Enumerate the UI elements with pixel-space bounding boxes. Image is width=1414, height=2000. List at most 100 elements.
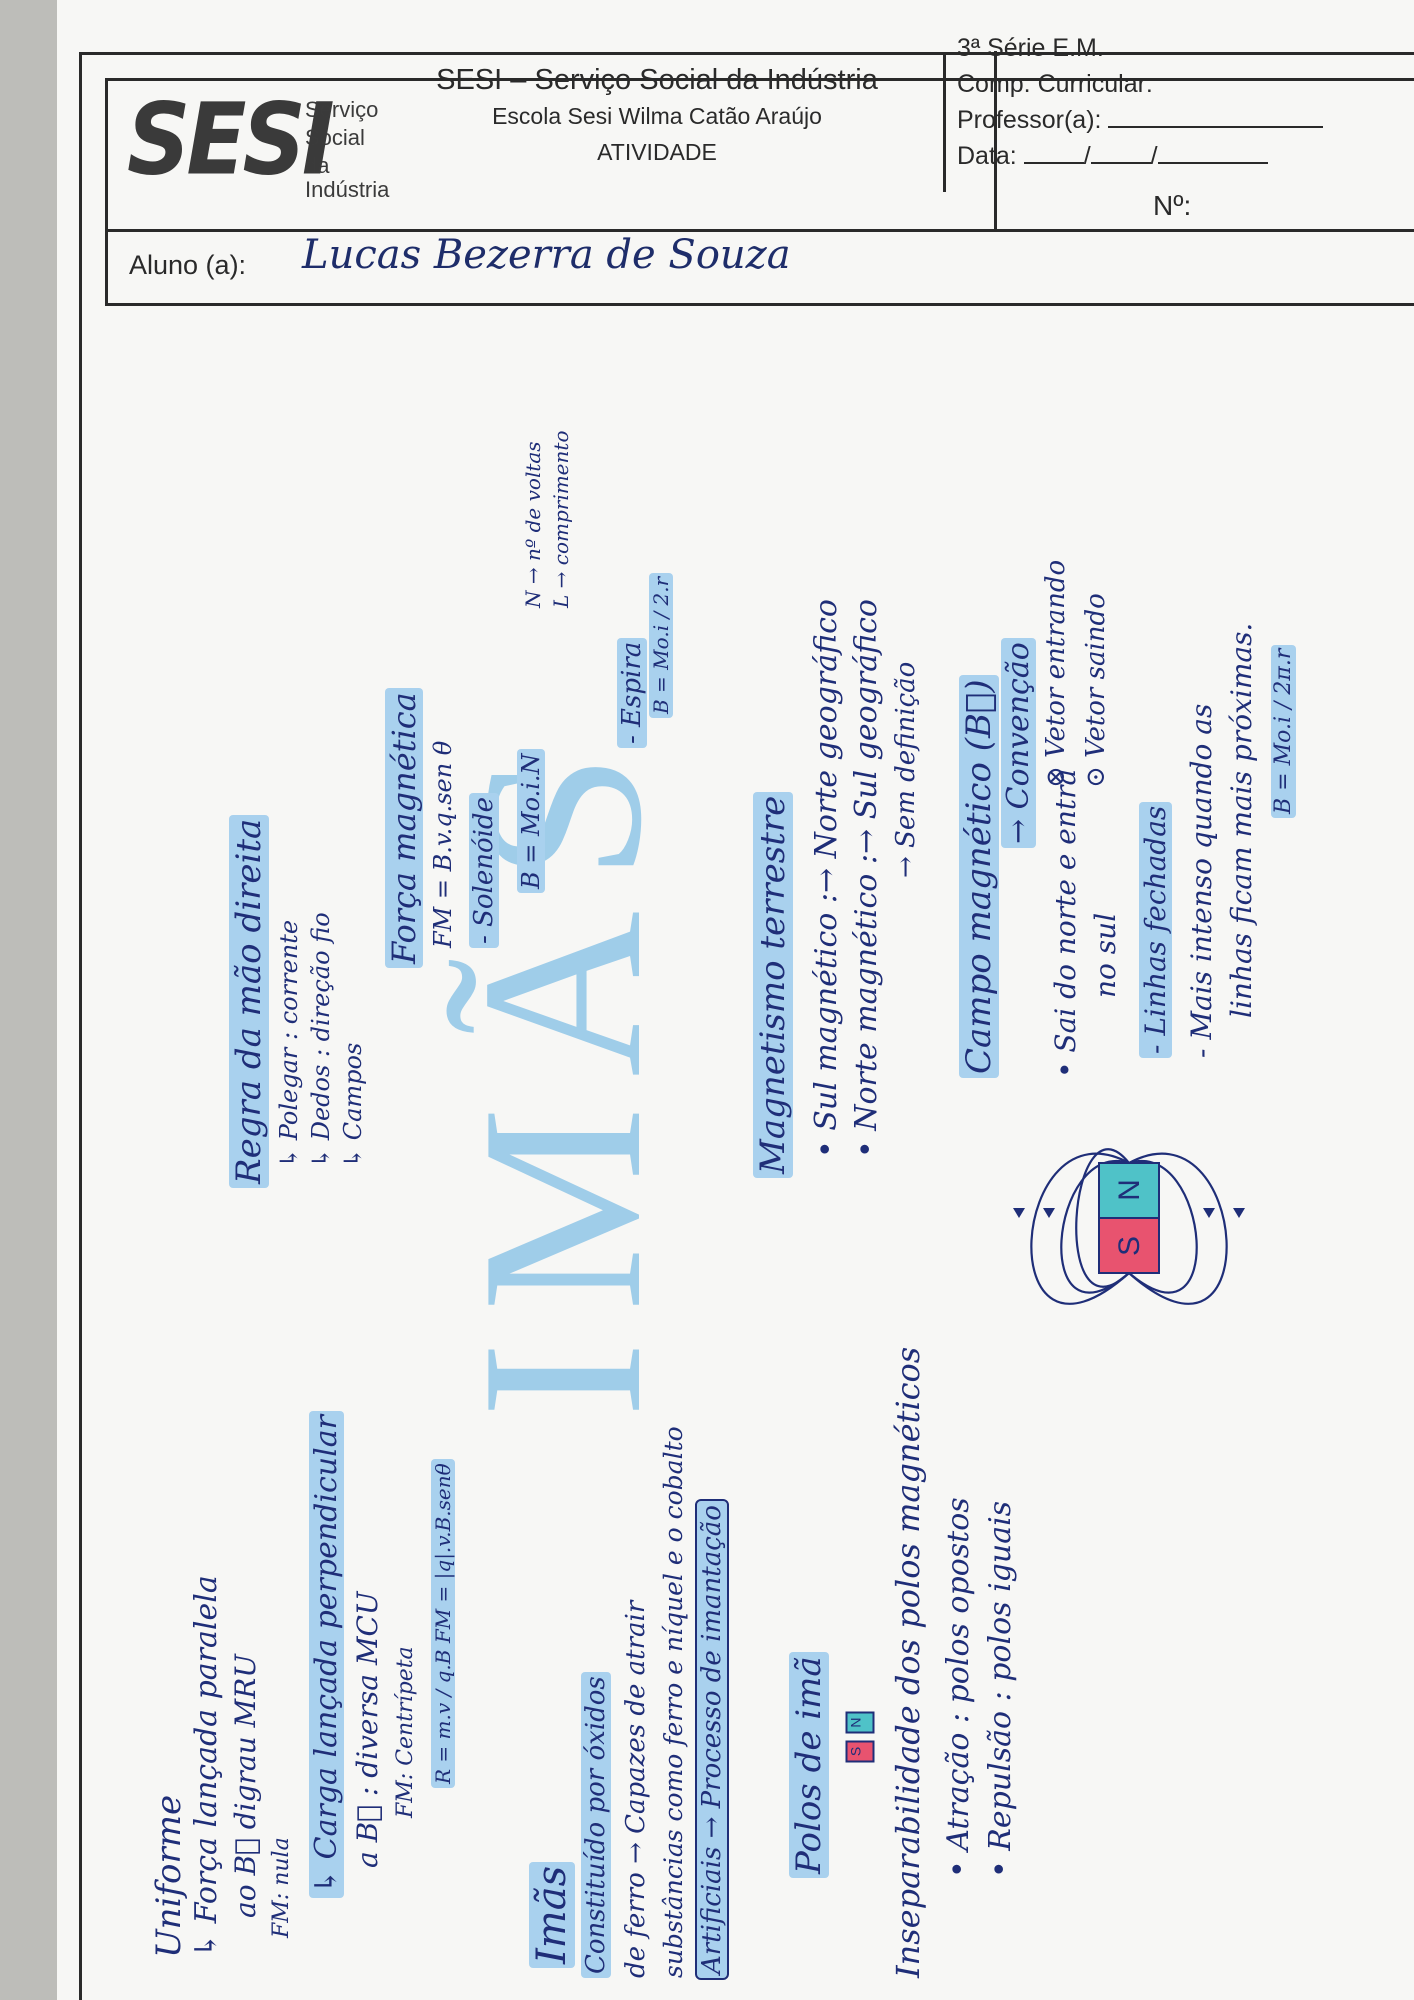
note-m2: • Norte magnético :→ Sul geográfico	[849, 599, 884, 1158]
note-polos-text: Polos de imã	[789, 1652, 829, 1878]
note-regra: Regra da mão direita	[229, 814, 269, 1188]
date-year-blank	[1157, 140, 1268, 164]
activity-title: ATIVIDADE	[597, 139, 717, 165]
note-c-saindo: ⊙ Vetor saindo	[1081, 593, 1111, 788]
teacher-blank	[1108, 104, 1324, 128]
scan-background	[0, 0, 57, 2000]
teacher-label: Professor(a):	[957, 106, 1102, 134]
note-perp2: a B⃗ : diversa MCU	[351, 1591, 384, 1868]
field-arrows	[1013, 1208, 1245, 1218]
student-label: Aluno (a):	[129, 250, 247, 280]
school-name: Escola Sesi Wilma Catão Araújo	[492, 103, 822, 129]
note-sol-l: L → comprimento	[549, 430, 573, 608]
note-forca: Força magnética	[385, 688, 423, 968]
activity-sheet: SESI Serviço Social da Indústria SESI – …	[57, 0, 1414, 2000]
note-c4-text: Artificiais → Processo de imantação	[696, 1469, 728, 2000]
note-solenoide-text: - Solenóide	[469, 793, 499, 948]
note-esp-eq-text: B = Mo.i / 2.r	[649, 572, 673, 718]
note-perp4-text: R = m.v / q.B FM = |q|.v.B.senθ	[431, 1459, 455, 1788]
note-magnet-text: Magnetismo terrestre	[753, 791, 793, 1178]
header-divider	[108, 229, 1414, 232]
note-r2: ↳ Dedos : direção fio	[307, 912, 335, 1168]
header-right-divider	[943, 52, 946, 192]
note-atracao: • Atração : polos opostos	[941, 1497, 976, 1878]
date-label: Data:	[957, 142, 1017, 170]
note-perp4: R = m.v / q.B FM = |q|.v.B.senθ	[431, 1459, 455, 1788]
logo-sub-3: da Indústria	[305, 153, 390, 202]
number-label: Nº:	[1153, 190, 1192, 221]
header-column-divider	[994, 51, 997, 231]
bar-magnet-diagram: N S	[1013, 1148, 1245, 1305]
sesi-logo: SESI Serviço Social da Indústria	[127, 82, 389, 208]
student-name: Lucas Bezerra de Souza	[302, 232, 791, 278]
header-right: 3ª Série E.M. Comp. Curricular: Professo…	[957, 30, 1324, 174]
note-imas-text: Imãs	[529, 1861, 575, 1968]
header-center: SESI – Serviço Social da Indústria Escol…	[387, 62, 927, 170]
logo-text: SESI	[127, 81, 335, 198]
date-month-blank	[1090, 140, 1151, 164]
note-esp-eq: B = Mo.i / 2.r	[649, 572, 673, 718]
note-perp: ↳ Carga lançada perpendicular	[309, 1411, 344, 1898]
header-box	[105, 51, 1414, 306]
note-campo-text: Campo magnético (B⃗)	[959, 675, 999, 1078]
note-polos: Polos de imã	[789, 1652, 829, 1878]
note-convencao-text: → Convenção	[1001, 638, 1036, 848]
note-inseparab: Inseparabilidade dos polos magnéticos	[889, 1346, 927, 1978]
note-c1-text: Constituído por óxidos	[581, 1672, 611, 1978]
magnet-south	[1098, 1217, 1160, 1274]
note-uniforme: Uniforme	[149, 1794, 189, 1958]
component-label: Comp. Curricular:	[957, 70, 1153, 98]
note-c-entrando: ⊗ Vetor entrando	[1041, 559, 1071, 788]
note-imas-heading: Imãs	[529, 1861, 575, 1968]
note-magnet: Magnetismo terrestre	[753, 791, 793, 1178]
note-sol-n: N → nº de voltas	[521, 441, 545, 608]
logo-sub-2: Social	[305, 125, 365, 150]
note-f1: FM = B.v.q.sen θ	[429, 740, 457, 948]
note-forca-text: Força magnética	[385, 688, 423, 968]
note-repulsao: • Repulsão : polos iguais	[983, 1500, 1018, 1878]
note-k3b: linhas ficam mais próximas.	[1225, 622, 1258, 1018]
note-m3: → Sem definição	[891, 661, 921, 878]
logo-sub-1: Serviço	[305, 97, 379, 122]
note-regra-text: Regra da mão direita	[229, 814, 269, 1188]
note-k3: - Mais intenso quando as	[1185, 703, 1218, 1058]
magnet-n-label: N	[1113, 1179, 1146, 1201]
note-u3: FM: nula	[269, 1837, 294, 1938]
date-day-blank	[1023, 140, 1084, 164]
page-frame	[79, 52, 1414, 2000]
grade-label: 3ª Série E.M.	[957, 34, 1104, 62]
note-c2: de ferro → Capazes de atrair	[621, 1600, 651, 1978]
teacher-row: Professor(a):	[957, 102, 1324, 138]
note-perp-text: ↳ Carga lançada perpendicular	[309, 1411, 344, 1898]
magnet-s-label: S	[1113, 1236, 1146, 1256]
note-k2: - Linhas fechadas	[1139, 801, 1172, 1058]
note-c4: Artificiais → Processo de imantação	[696, 1469, 728, 2000]
note-campo: Campo magnético (B⃗)	[959, 675, 999, 1078]
small-magnet-s: S	[845, 1740, 875, 1763]
note-sol-eq-text: B = Mo.i.N	[517, 749, 545, 893]
note-c1: Constituído por óxidos	[581, 1672, 611, 1978]
note-k1: • Sai do norte e entra	[1049, 768, 1082, 1078]
note-k-eq: B = Mo.i / 2π.r	[1271, 644, 1296, 818]
org-title: SESI – Serviço Social da Indústria	[436, 64, 878, 96]
note-k-eq-text: B = Mo.i / 2π.r	[1271, 644, 1296, 818]
note-u2: ao B⃗ digrau MRU	[229, 1654, 262, 1918]
note-solenoide: - Solenóide	[469, 793, 499, 948]
note-c3: substâncias como ferro e níquel e o coba…	[659, 1426, 688, 1978]
note-m1: • Sul magnético :→ Norte geográfico	[809, 599, 844, 1158]
date-row: Data: //	[957, 138, 1323, 174]
note-sol-eq: B = Mo.i.N	[517, 749, 545, 893]
note-r1: ↳ Polegar : corrente	[275, 919, 303, 1168]
note-espira: - Espira	[617, 637, 647, 748]
handwritten-notes: Uniforme ↳ Força lançada paralela ao B⃗ …	[129, 318, 1399, 2000]
note-r3: ↳ Campos	[339, 1042, 367, 1168]
magnet-north	[1098, 1162, 1160, 1219]
note-convencao: → Convenção	[1001, 638, 1036, 848]
small-magnet-n: N	[845, 1711, 875, 1734]
small-magnet-icon: N S	[845, 1708, 875, 1763]
note-u1: ↳ Força lançada paralela	[189, 1575, 224, 1958]
note-perp3: FM: Centrípeta	[393, 1646, 418, 1818]
note-k2-text: - Linhas fechadas	[1139, 801, 1172, 1058]
note-espira-text: - Espira	[617, 637, 647, 748]
note-k1b: no sul	[1089, 912, 1122, 998]
